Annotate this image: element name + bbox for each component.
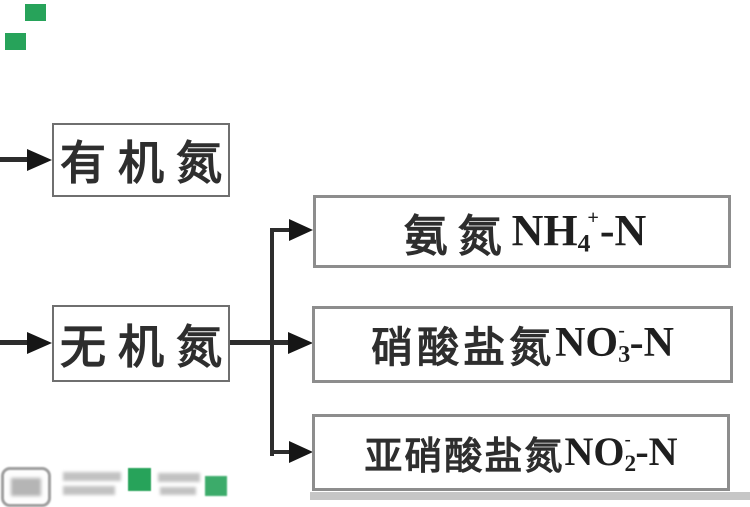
watermark-green-square-bottom-1 (128, 468, 151, 491)
arrowhead-into-ammonia (289, 219, 313, 241)
ammonia-formula-superscript: + (587, 206, 599, 229)
node-organic-label: 有机氮 (60, 138, 234, 189)
nitrate-formula-base: NO (555, 320, 619, 367)
nitrate-formula-suffix: -N (629, 320, 674, 367)
watermark-seal-logo (1, 467, 51, 507)
arrowhead-into-nitrate (288, 332, 313, 354)
watermark-seal-mark (11, 478, 41, 496)
watermark-text-blob (158, 473, 200, 482)
arrowhead-into-inorganic (27, 332, 52, 354)
node-organic-nitrogen: 有机氮 (52, 123, 230, 197)
watermark-text-blob (160, 487, 196, 495)
watermark-text-blob (63, 486, 115, 495)
arrowhead-into-organic (27, 149, 52, 171)
node-inorganic-nitrogen: 无机氮 (52, 305, 230, 382)
nitrate-cn-label: 硝酸盐氮 (371, 326, 556, 372)
connector-branch-top (270, 228, 292, 232)
nitrite-formula-subscript: 2 (624, 450, 637, 477)
connector-branch-bottom (270, 450, 292, 454)
connector-vertical-trunk (270, 228, 274, 456)
nitrate-formula-subscript: 3 (618, 341, 631, 369)
nitrite-formula-base: NO (564, 428, 625, 474)
watermark-green-square-top-2 (5, 33, 26, 50)
ammonia-formula: NH4+-N (512, 205, 647, 258)
watermark-green-square-top-1 (25, 4, 46, 21)
nitrate-formula: NO3--N (555, 319, 674, 369)
bottom-shadow-strip (310, 492, 750, 500)
ammonia-formula-subscript: 4 (577, 228, 591, 258)
nitrite-formula-suffix: -N (635, 428, 678, 474)
nitrite-cn-label: 亚硝酸盐氮 (364, 436, 565, 478)
node-inorganic-label: 无机氮 (60, 321, 234, 373)
connector-inorganic-to-trunk (229, 340, 291, 345)
arrow-line-into-organic (0, 157, 28, 162)
arrow-line-into-inorganic (0, 340, 28, 345)
ammonia-formula-suffix: -N (599, 205, 647, 255)
arrowhead-into-nitrite (289, 441, 313, 463)
watermark-text-blob (63, 472, 121, 481)
watermark-green-square-bottom-2 (205, 476, 227, 496)
ammonia-formula-base: NH (511, 205, 578, 255)
nitrite-formula: NO2--N (564, 428, 677, 478)
ammonia-cn-label: 氨氮 (403, 211, 512, 261)
nitrite-formula-superscript: - (624, 429, 631, 450)
nitrate-formula-superscript: - (618, 320, 625, 342)
